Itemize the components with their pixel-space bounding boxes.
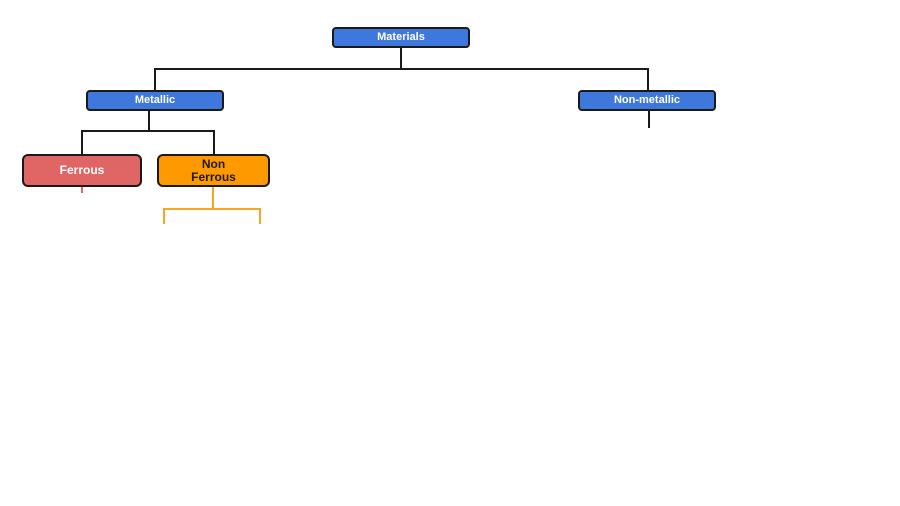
node-materials: Materials	[332, 27, 470, 48]
node-materials-label: Materials	[377, 31, 425, 43]
node-non-metallic-label: Non-metallic	[613, 94, 680, 106]
node-non-ferrous-label: Non Ferrous	[191, 156, 236, 184]
node-ferrous: Ferrous	[22, 154, 142, 187]
node-ferrous-label: Ferrous	[59, 163, 105, 177]
node-metallic: Metallic	[86, 90, 224, 111]
node-non-ferrous-label-line1: Non	[201, 156, 226, 171]
node-non-ferrous-label-line2: Ferrous	[191, 169, 236, 184]
node-non-metallic: Non-metallic	[578, 90, 716, 111]
node-metallic-label: Metallic	[134, 94, 176, 106]
node-non-ferrous: Non Ferrous	[157, 154, 270, 187]
